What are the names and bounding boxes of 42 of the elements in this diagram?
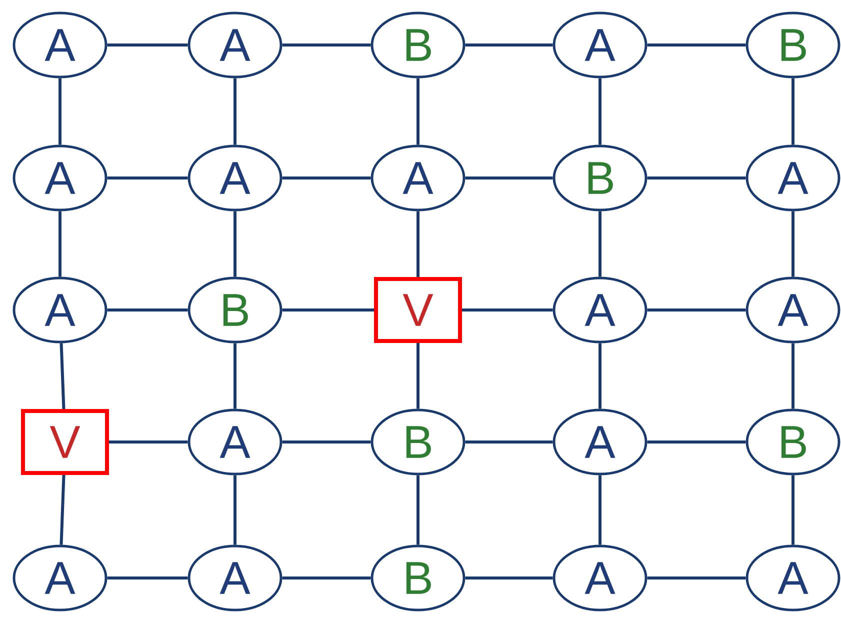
connector-line: [416, 343, 420, 409]
connector-line: [234, 78, 236, 145]
connector-line: [647, 576, 746, 580]
connector-line: [58, 78, 62, 145]
connector-line: [282, 576, 371, 580]
connector-line: [465, 576, 553, 580]
connector-line: [598, 343, 602, 409]
connector-line: [282, 440, 371, 444]
connector-line: [60, 474, 66, 545]
connector-line: [647, 440, 746, 444]
connector-line: [647, 44, 746, 46]
connector-line: [647, 308, 746, 312]
connector-line: [647, 176, 746, 180]
connector-line: [792, 211, 794, 277]
connector-line: [107, 44, 188, 46]
connector-line: [792, 78, 794, 145]
connector-line: [465, 44, 553, 46]
connector-line: [234, 343, 236, 409]
connector-line: [598, 475, 602, 545]
connector-line: [282, 176, 371, 180]
connector-line: [416, 475, 420, 545]
connector-line: [107, 176, 188, 180]
connector-line: [465, 440, 553, 444]
letter-box: V: [374, 277, 462, 343]
connector-line: [58, 211, 62, 277]
connector-line: [60, 343, 66, 410]
connector-line: [416, 78, 420, 145]
connector-line: [107, 308, 188, 312]
connector-line: [465, 176, 553, 180]
connector-line: [416, 211, 420, 277]
connector-line: [792, 475, 794, 545]
connector-line: [109, 440, 188, 444]
connector-line: [792, 343, 794, 409]
connector-line: [282, 44, 371, 46]
connector-line: [107, 576, 188, 580]
connector-line: [598, 78, 602, 145]
connector-line: [282, 308, 374, 312]
letter-box: V: [21, 409, 109, 475]
connector-line: [598, 211, 602, 277]
connector-line: [234, 475, 236, 545]
connector-line: [234, 211, 236, 277]
connector-line: [462, 308, 553, 312]
